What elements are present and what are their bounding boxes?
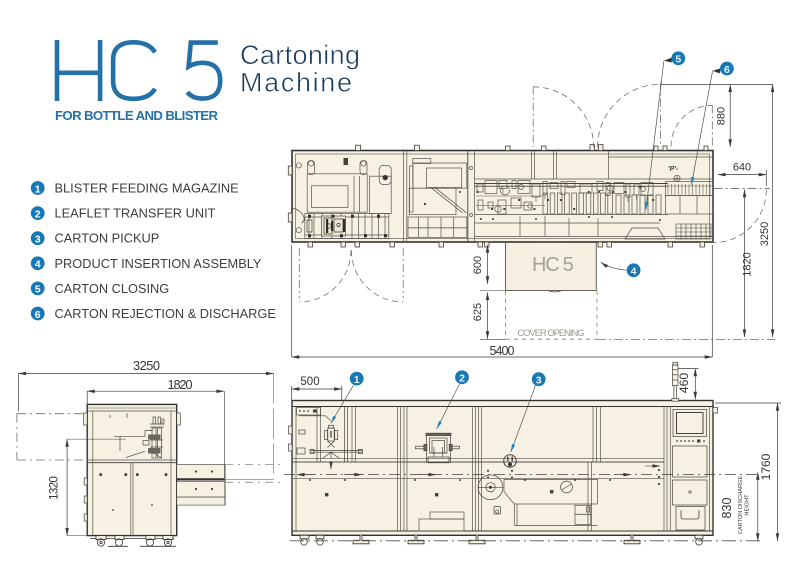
- svg-text:3: 3: [35, 234, 41, 246]
- svg-text:1760: 1760: [759, 453, 773, 480]
- svg-text:CARTON REJECTION & DISCHARGE: CARTON REJECTION & DISCHARGE: [55, 306, 276, 321]
- svg-text:2: 2: [459, 373, 465, 385]
- svg-text:1820: 1820: [742, 252, 754, 276]
- svg-text:4: 4: [631, 266, 637, 278]
- svg-text:5: 5: [35, 284, 41, 296]
- svg-text:4: 4: [35, 259, 41, 271]
- svg-text:Machine: Machine: [240, 68, 352, 98]
- svg-text:500: 500: [300, 376, 319, 388]
- svg-text:830: 830: [720, 498, 734, 519]
- svg-text:600: 600: [472, 256, 484, 274]
- svg-text:FOR BOTTLE AND BLISTER: FOR BOTTLE AND BLISTER: [55, 108, 218, 123]
- svg-text:6: 6: [724, 64, 730, 76]
- svg-text:6: 6: [35, 309, 41, 321]
- svg-text:1320: 1320: [47, 476, 61, 500]
- svg-text:2: 2: [35, 208, 41, 220]
- svg-text:625: 625: [472, 303, 484, 321]
- svg-text:PRODUCT INSERTION ASSEMBLY: PRODUCT INSERTION ASSEMBLY: [55, 256, 262, 271]
- svg-text:3: 3: [536, 375, 542, 387]
- svg-text:HC 5: HC 5: [532, 254, 575, 276]
- svg-text:3250: 3250: [133, 358, 160, 373]
- svg-text:5400: 5400: [490, 344, 515, 358]
- svg-text:640: 640: [733, 162, 751, 174]
- svg-text:460: 460: [677, 373, 691, 394]
- svg-text:1: 1: [35, 183, 41, 195]
- svg-text:CARTON PICKUP: CARTON PICKUP: [55, 231, 160, 246]
- svg-text:LEAFLET TRANSFER UNIT: LEAFLET TRANSFER UNIT: [55, 206, 216, 221]
- svg-text:1820: 1820: [168, 377, 193, 392]
- svg-text:HEIGHT: HEIGHT: [745, 494, 751, 516]
- svg-text:5: 5: [675, 54, 681, 66]
- svg-text:Cartoning: Cartoning: [240, 40, 360, 70]
- svg-text:CARTON CLOSING: CARTON CLOSING: [55, 281, 170, 296]
- svg-text:CARTON DISCHARGE: CARTON DISCHARGE: [738, 476, 744, 534]
- svg-text:3250: 3250: [759, 222, 771, 246]
- svg-text:COVER OPENING: COVER OPENING: [518, 328, 585, 338]
- svg-text:1: 1: [354, 374, 360, 386]
- svg-text:880: 880: [716, 107, 728, 125]
- svg-text:BLISTER FEEDING MAGAZINE: BLISTER FEEDING MAGAZINE: [55, 181, 239, 196]
- svg-text:'P'-: 'P'-: [668, 166, 679, 173]
